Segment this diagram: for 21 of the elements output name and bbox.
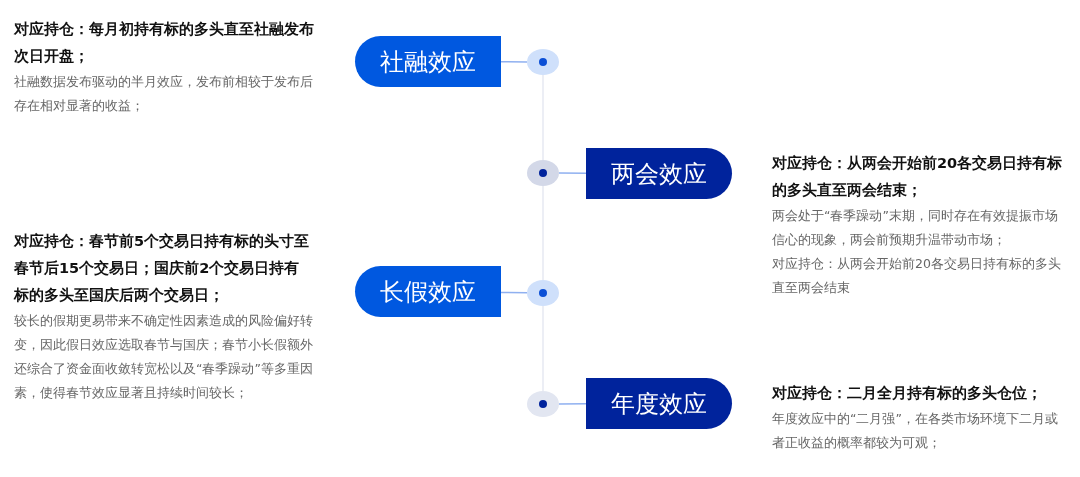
timeline-label-tab: 社融效应: [355, 36, 501, 87]
description-text: 两会处于“春季躁动”末期，同时存在有效提振市场信心的现象，两会前预期升温带动市场；: [772, 207, 1059, 249]
description-text: 社融数据发布驱动的半月效应，发布前相较于发布后存在相对显著的收益；: [14, 73, 314, 115]
description-text: 年度效应中的“二月强”，在各类市场环境下二月或者正收益的概率都较为可观；: [772, 410, 1059, 452]
description-text: 较长的假期更易带来不确定性因素造成的风险偏好转变，因此假日效应选取春节与国庆；春节小长假额外还综合了资金面收敛转宽松以及“春季躁动”等多重因素，使得春节效应显著且持续时间较长；: [14, 312, 314, 402]
connector-line: [558, 172, 587, 174]
holding-heading: 对应持仓：每月初持有标的多头直至社融发布次日开盘；: [14, 20, 314, 66]
description-text: 对应持仓：从两会开始前20各交易日持有标的多头直至两会结束: [772, 255, 1062, 297]
timeline-dot: [527, 391, 559, 417]
holding-heading: 对应持仓：二月全月持有标的多头仓位；: [772, 384, 1043, 403]
timeline-dot: [527, 280, 559, 306]
connector-line: [500, 61, 528, 63]
connector-line: [500, 291, 528, 294]
holding-heading: 对应持仓：从两会开始前20各交易日持有标的多头直至两会结束；: [772, 154, 1064, 200]
timeline-dot: [527, 49, 559, 75]
timeline-label-tab: 两会效应: [586, 148, 732, 199]
timeline-dot: [527, 160, 559, 186]
timeline-label-tab: 年度效应: [586, 378, 732, 429]
timeline-label-tab: 长假效应: [355, 266, 501, 317]
connector-line: [558, 403, 587, 405]
holding-heading: 对应持仓：春节前5个交易日持有标的头寸至春节后15个交易日；国庆前2个交易日持有标的多头至国庆后两个交易日；: [14, 232, 311, 305]
